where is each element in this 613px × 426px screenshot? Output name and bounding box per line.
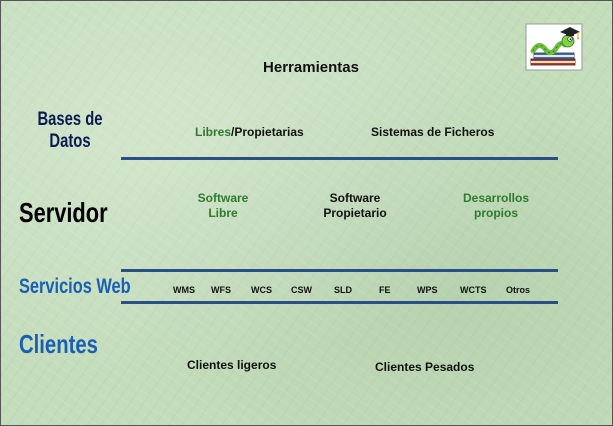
service-otros: Otros xyxy=(506,285,531,295)
divider-line xyxy=(121,157,558,160)
item-software-libre: Software Libre xyxy=(173,191,273,221)
item-software-propietario: Software Propietario xyxy=(300,191,410,221)
row-label-clientes: Clientes xyxy=(19,329,98,359)
item-libres-propietarias: Libres/Propietarias xyxy=(195,125,304,139)
row-label-line: Datos xyxy=(49,131,91,152)
service-wms: WMS xyxy=(173,285,195,295)
service-wfs: WFS xyxy=(211,285,231,295)
item-libres: Libres xyxy=(195,125,232,139)
row-label-line: Bases de xyxy=(37,109,103,130)
row-label-bases-de-datos: Bases de Datos xyxy=(25,109,115,153)
item-propietarias: /Propietarias xyxy=(231,125,304,139)
item-desarrollos-propios: Desarrollos propios xyxy=(441,191,551,221)
row-label-servidor: Servidor xyxy=(19,197,108,228)
item-clientes-pesados: Clientes Pesados xyxy=(375,360,475,374)
item-line: Desarrollos xyxy=(462,191,530,205)
item-line: Libre xyxy=(208,206,238,220)
item-clientes-ligeros: Clientes ligeros xyxy=(187,358,277,372)
item-line: propios xyxy=(474,206,518,220)
service-sld: SLD xyxy=(334,285,352,295)
service-fe: FE xyxy=(379,285,391,295)
divider-line xyxy=(121,269,558,272)
bookworm-graduate-icon xyxy=(525,23,583,71)
item-sistemas-de-ficheros: Sistemas de Ficheros xyxy=(371,125,495,139)
service-wcts: WCTS xyxy=(460,285,487,295)
service-wcs: WCS xyxy=(251,285,272,295)
service-wps: WPS xyxy=(417,285,438,295)
divider-line xyxy=(121,301,558,304)
row-label-servicios-web: Servicios Web xyxy=(19,275,131,298)
service-csw: CSW xyxy=(291,285,312,295)
item-line: Software xyxy=(329,191,381,205)
diagram-title: Herramientas xyxy=(263,59,359,76)
item-line: Propietario xyxy=(323,206,387,220)
item-line: Software xyxy=(197,191,249,205)
